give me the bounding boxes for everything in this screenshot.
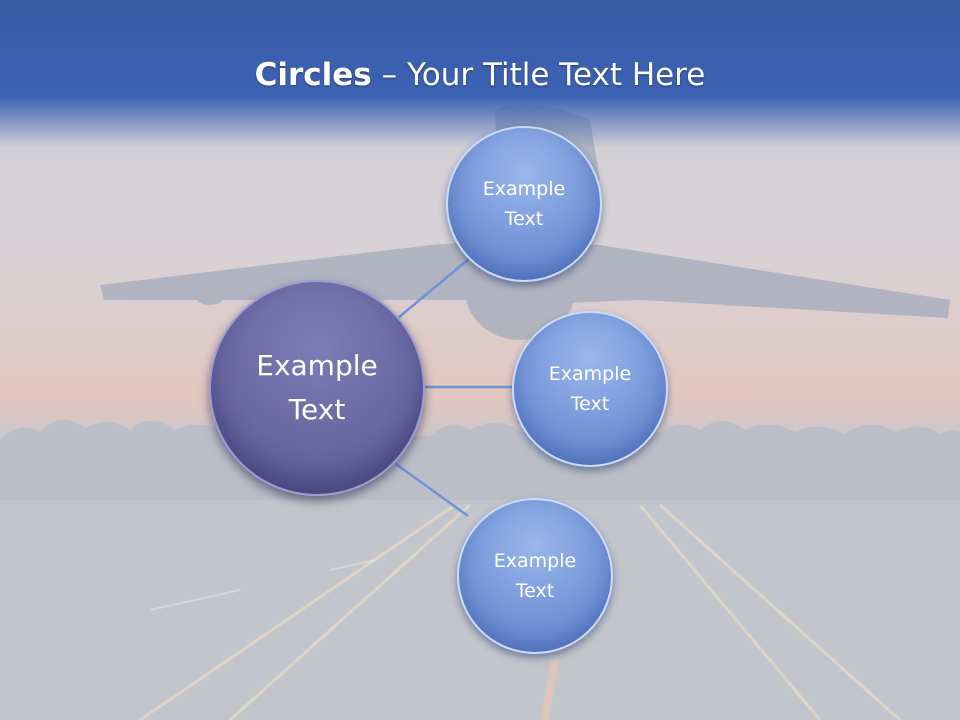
node-bottom-line2: Text	[515, 580, 555, 602]
title-rest: – Your Title Text Here	[371, 57, 706, 93]
connector-bottom	[395, 462, 469, 518]
center-circle-line1: Example	[256, 349, 378, 382]
node-top-line1: Example	[482, 178, 566, 200]
title-bold-part: Circles	[254, 57, 372, 93]
center-circle-line2: Text	[288, 393, 346, 426]
node-middle-line1: Example	[548, 363, 632, 385]
node-bottom-line1: Example	[493, 550, 577, 572]
connector-top	[397, 257, 471, 319]
slide-title: Circles – Your Title Text Here	[0, 52, 960, 98]
node-top-line2: Text	[504, 208, 544, 230]
node-middle-line2: Text	[570, 393, 610, 415]
